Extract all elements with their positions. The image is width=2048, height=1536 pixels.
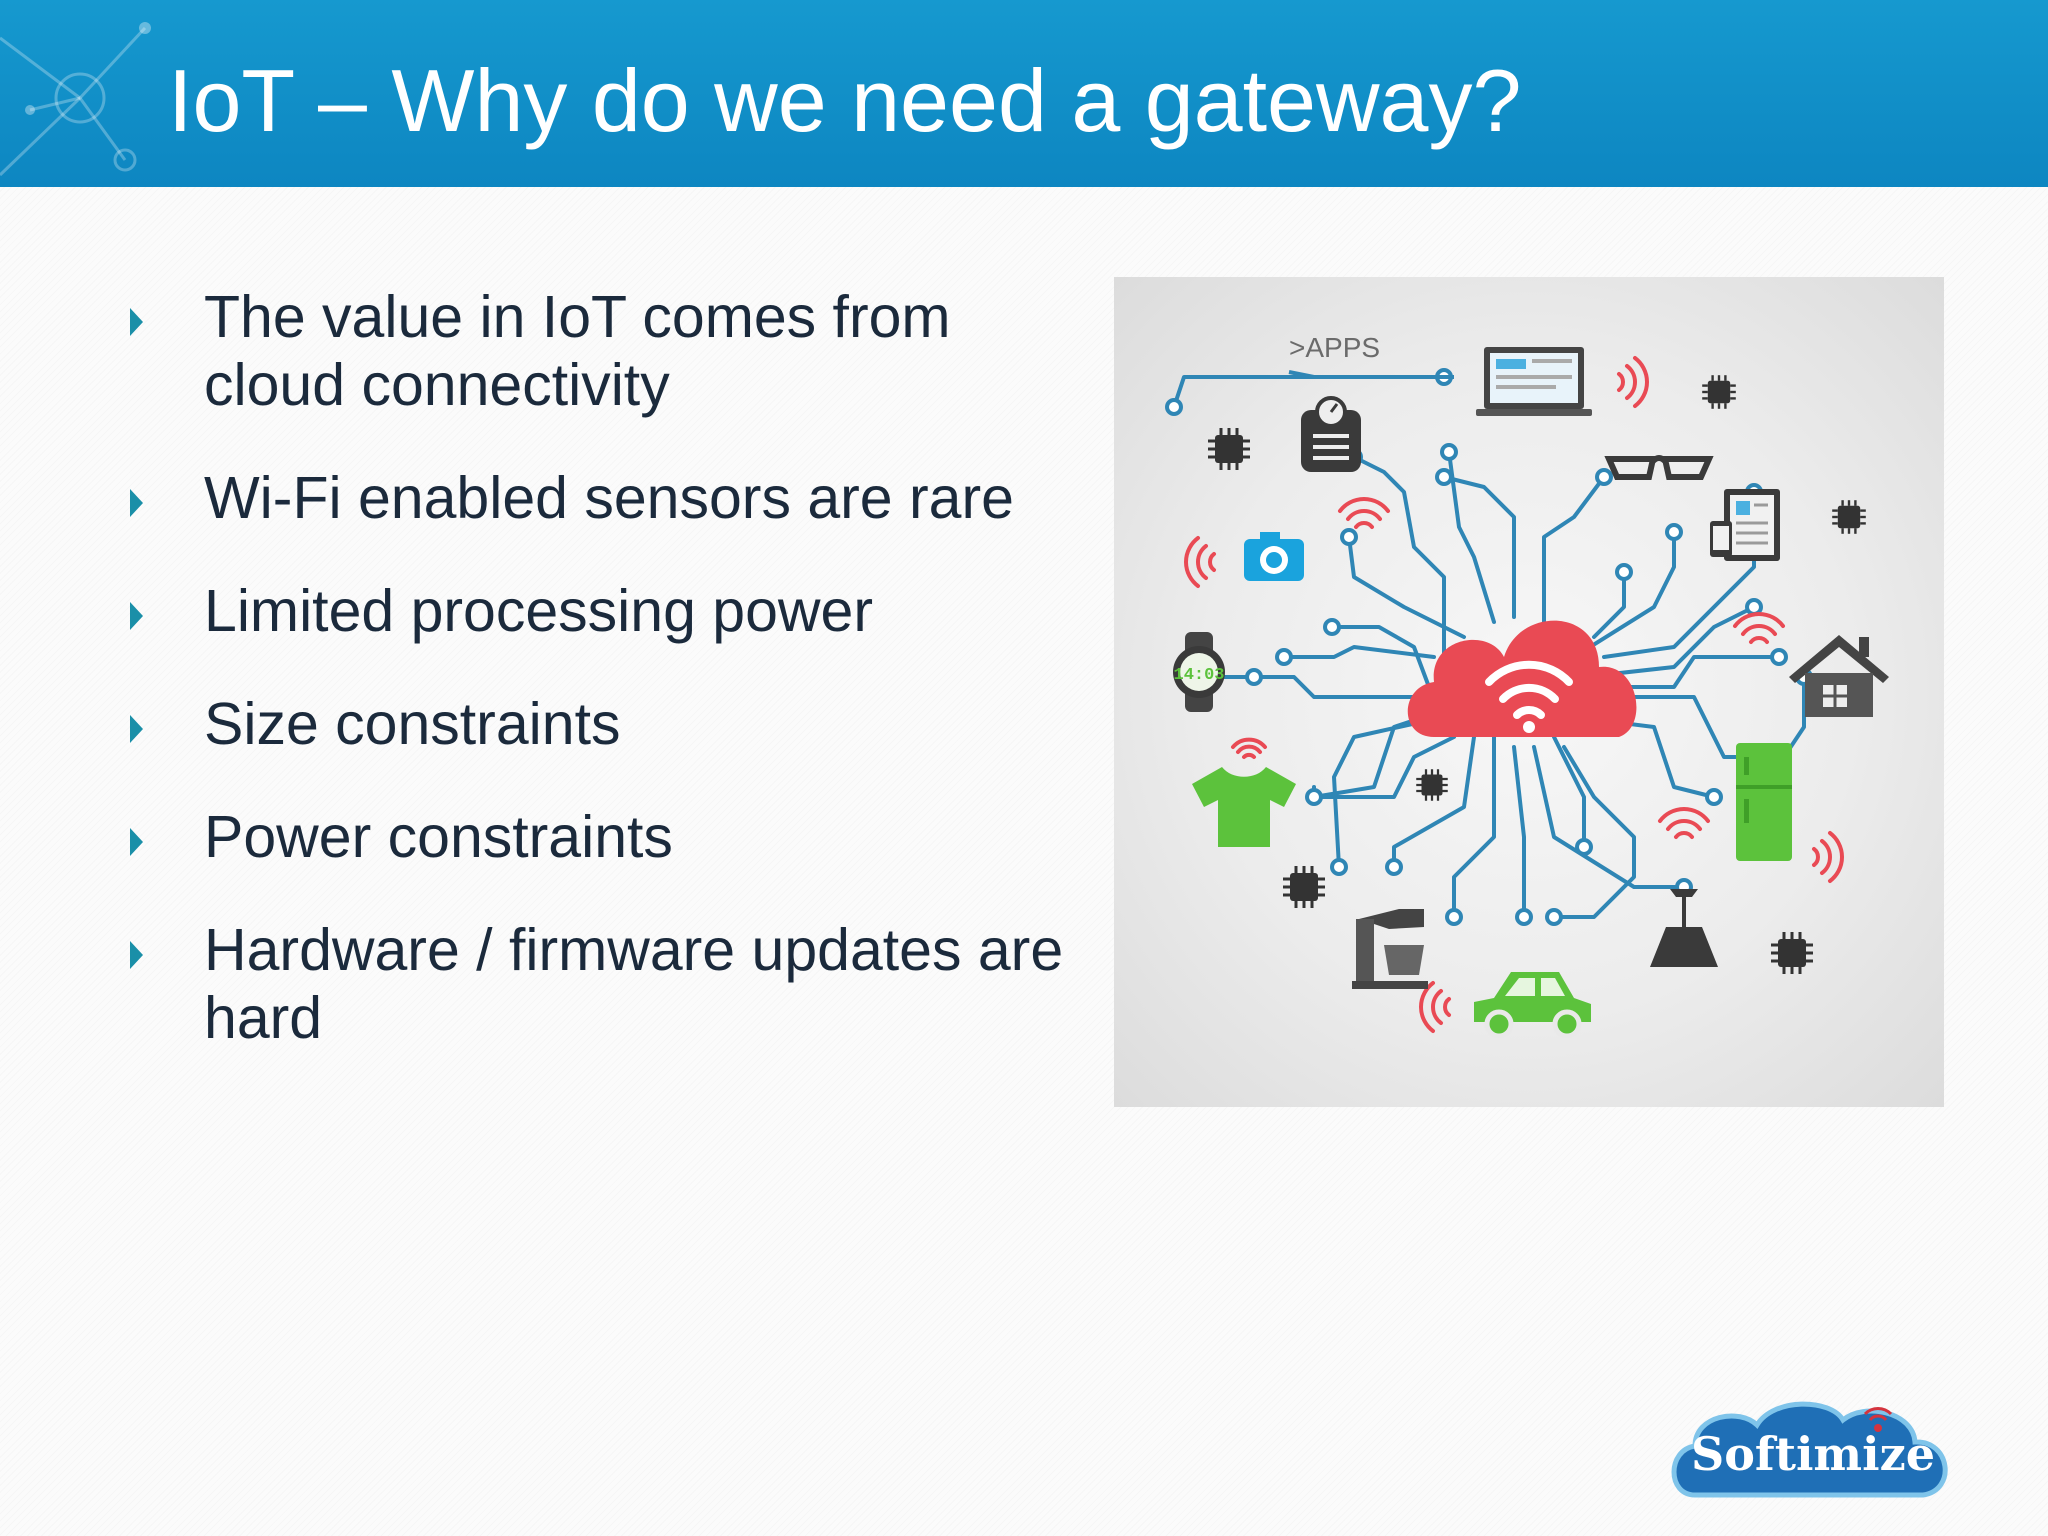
scale-icon	[1301, 396, 1361, 472]
title-bar: IoT – Why do we need a gateway?	[0, 0, 2048, 187]
iot-illustration: >APPS	[1114, 277, 1944, 1107]
signal-icon	[1733, 612, 1785, 644]
chip-icon	[1415, 768, 1449, 802]
chip-icon	[1830, 499, 1868, 535]
chip-icon	[1206, 426, 1252, 472]
logo-signal-icon	[1863, 1407, 1893, 1422]
bullet-arrow-icon	[130, 602, 143, 630]
softimize-logo: Softimize	[1665, 1390, 1961, 1514]
chip-icon	[1281, 864, 1327, 910]
signal-icon	[1419, 981, 1451, 1033]
bullet-text: Limited processing power	[204, 578, 873, 644]
bullet-text: Power constraints	[204, 804, 673, 870]
bullet-list: The value in IoT comes from cloud connec…	[120, 283, 1080, 1097]
bullet-item: Wi-Fi enabled sensors are rare	[120, 464, 1080, 532]
signal-icon	[1658, 807, 1710, 839]
chip-icon	[1769, 930, 1815, 976]
bullet-arrow-icon	[130, 941, 143, 969]
bullet-text: Wi-Fi enabled sensors are rare	[204, 465, 1014, 531]
signal-icon	[1617, 356, 1649, 408]
fridge-icon	[1736, 743, 1792, 861]
bullet-item: Size constraints	[120, 690, 1080, 758]
circuit-lines	[1172, 375, 1806, 919]
car-icon	[1474, 972, 1591, 1039]
signal-icon	[1231, 737, 1267, 759]
bullet-arrow-icon	[130, 715, 143, 743]
apps-label: >APPS	[1289, 332, 1380, 363]
bullet-text: The value in IoT comes from cloud connec…	[204, 284, 951, 418]
laptop-icon	[1476, 347, 1592, 416]
network-decoration-icon	[0, 22, 151, 177]
signal-icon	[1812, 831, 1844, 883]
watch-icon: 14:03	[1173, 632, 1225, 712]
logo-text: Softimize	[1691, 1427, 1935, 1481]
bullet-text: Size constraints	[204, 691, 621, 757]
signal-icon	[1184, 536, 1216, 588]
watch-time: 14:03	[1173, 666, 1224, 685]
bullet-item: Hardware / firmware updates are hard	[120, 916, 1080, 1052]
tablet-icon	[1710, 489, 1780, 561]
camera-icon	[1244, 532, 1304, 581]
signal-icon	[1338, 497, 1390, 529]
bullet-arrow-icon	[130, 489, 143, 517]
tshirt-icon	[1192, 767, 1296, 847]
slide-title: IoT – Why do we need a gateway?	[168, 51, 1522, 150]
cloud-wifi-icon	[1407, 620, 1637, 737]
bullet-arrow-icon	[130, 828, 143, 856]
mixer-icon	[1352, 909, 1428, 989]
glasses-icon	[1604, 455, 1714, 480]
bullet-item: Power constraints	[120, 803, 1080, 871]
chip-icon	[1700, 374, 1738, 410]
bullet-text: Hardware / firmware updates are hard	[204, 917, 1064, 1051]
house-icon	[1789, 635, 1889, 717]
bullet-item: The value in IoT comes from cloud connec…	[120, 283, 1080, 419]
bullet-arrow-icon	[130, 308, 143, 336]
lamp-icon	[1650, 889, 1718, 967]
bullet-item: Limited processing power	[120, 577, 1080, 645]
